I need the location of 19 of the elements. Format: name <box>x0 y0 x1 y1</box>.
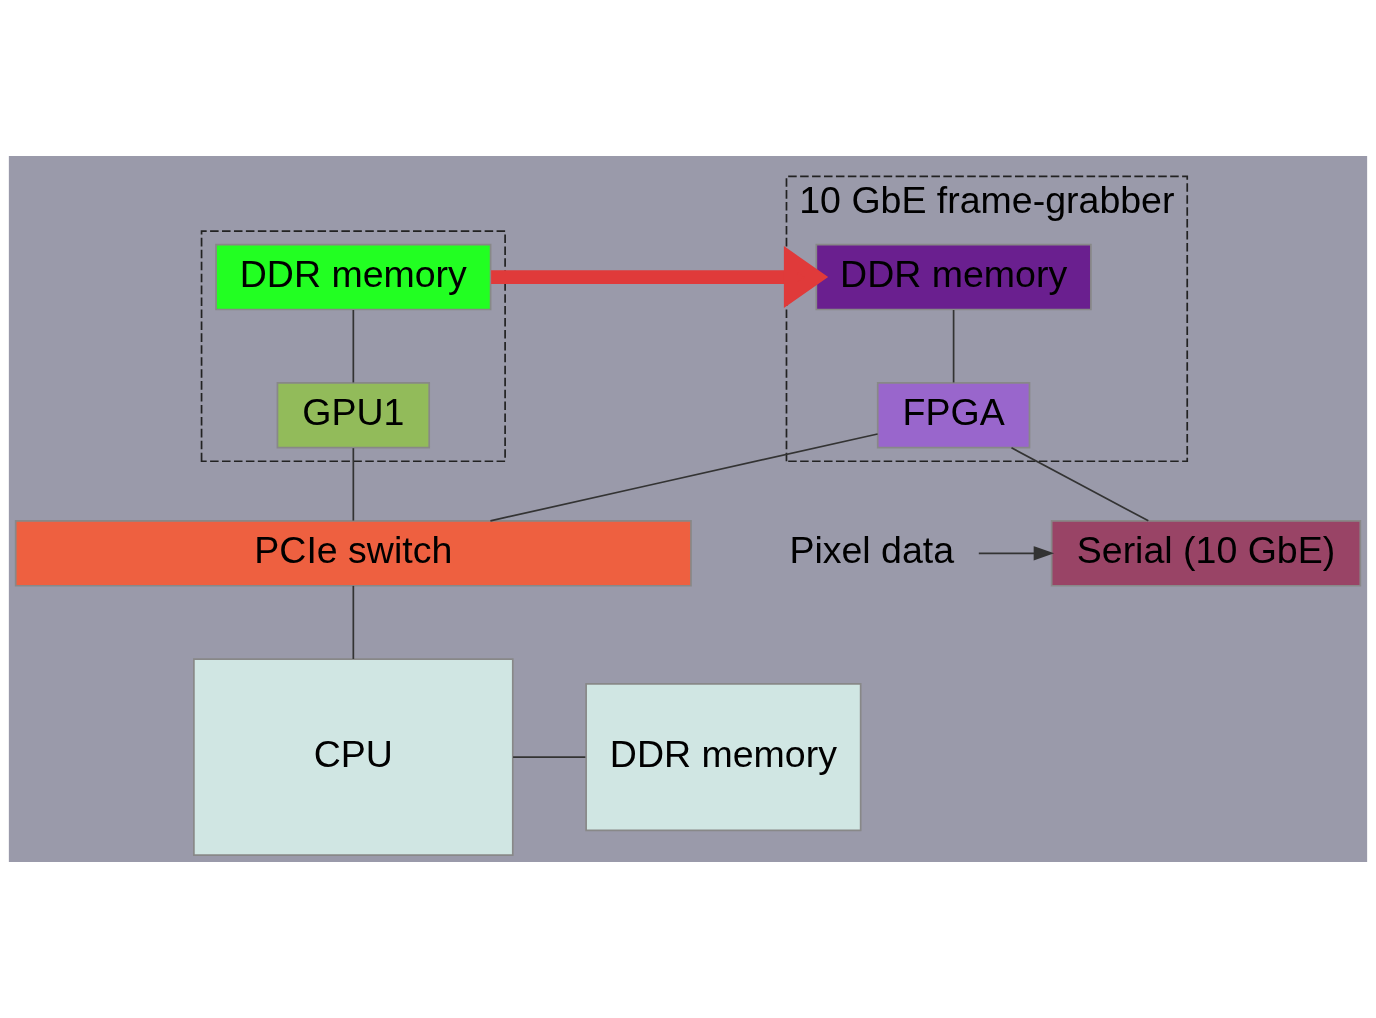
node-box: FPGA <box>876 381 1031 449</box>
node-box: GPU1 <box>276 381 431 449</box>
connector <box>352 309 355 384</box>
connector <box>352 585 355 660</box>
connector <box>489 433 879 522</box>
node-box: DDR memory <box>585 682 862 832</box>
node-box: PCIe switch <box>14 520 692 587</box>
connector <box>512 756 587 758</box>
node-text: Pixel data <box>789 528 955 571</box>
node-box: Serial (10 GbE) <box>1050 520 1362 587</box>
connector <box>952 309 955 384</box>
arrow <box>977 546 1055 561</box>
node-box: DDR memory <box>815 243 1092 311</box>
node-box: DDR memory <box>215 243 492 311</box>
cluster <box>200 230 506 463</box>
connector <box>1010 446 1150 522</box>
arrow <box>491 246 829 309</box>
connector <box>352 447 355 522</box>
node-box: CPU <box>193 658 514 857</box>
